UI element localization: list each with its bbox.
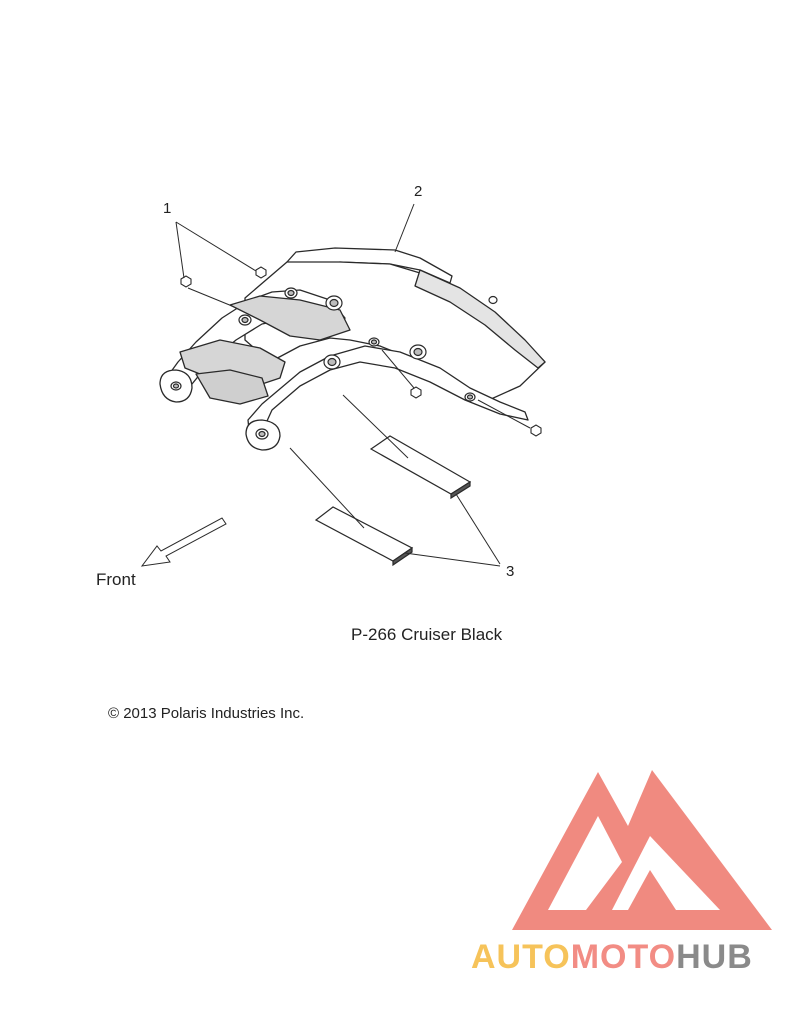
decal-pad-lower-edge	[392, 546, 413, 567]
decal-pads	[314, 435, 472, 567]
watermark-moto: MOTO	[570, 938, 677, 976]
copyright-notice: © 2013 Polaris Industries Inc.	[108, 705, 305, 722]
callout-1: 1	[163, 200, 172, 217]
decal-pad-lower	[314, 506, 414, 562]
mounting-holes	[170, 287, 498, 440]
fender-strap-1	[229, 295, 351, 341]
decal-pad-upper-edge	[450, 480, 471, 500]
watermark-brand-text: AUTOMOTOHUB	[471, 938, 753, 977]
part-caption: P-266 Cruiser Black	[351, 625, 503, 644]
watermark-auto: AUTO	[471, 938, 571, 976]
front-direction-arrow	[140, 517, 227, 567]
callout-3: 3	[506, 563, 515, 580]
leader-lines	[175, 203, 531, 567]
fender-strap-3	[195, 369, 269, 405]
fender-sidewall	[414, 269, 546, 369]
watermark-logo-mark	[512, 770, 772, 930]
fasteners	[180, 266, 542, 437]
watermark-hub: HUB	[676, 938, 753, 976]
rear-fender	[159, 247, 546, 451]
decal-pad-upper	[369, 435, 472, 495]
callout-2: 2	[414, 183, 423, 200]
fender-flange-right	[247, 345, 529, 441]
front-label: Front	[96, 570, 136, 589]
